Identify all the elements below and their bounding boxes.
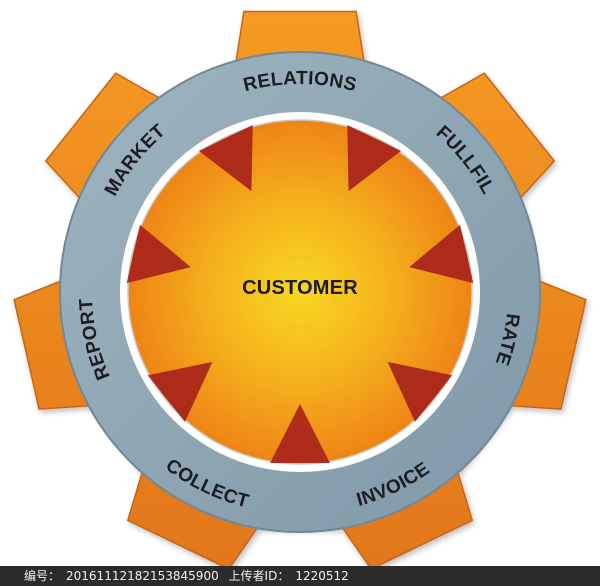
customer-core: [127, 119, 473, 465]
footer-bar: 编号： 20161112182153845900 上传者ID： 1220512: [0, 566, 600, 586]
arrow-spike: [387, 361, 453, 422]
arrow-spikes: [126, 124, 474, 463]
footer-uploader-id: 1220512: [295, 569, 349, 583]
footer-uploader-label: 上传者ID：: [228, 569, 290, 583]
arrow-spike: [198, 124, 253, 192]
arrow-spike: [409, 224, 474, 284]
arrow-spike: [126, 224, 191, 284]
center-label: CUSTOMER: [242, 277, 358, 299]
arrow-spike: [347, 124, 402, 192]
footer-number: 20161112182153845900: [66, 569, 219, 583]
footer-number-label: 编号：: [24, 569, 61, 583]
arrow-spike: [270, 404, 330, 463]
arrow-spike: [147, 361, 213, 422]
